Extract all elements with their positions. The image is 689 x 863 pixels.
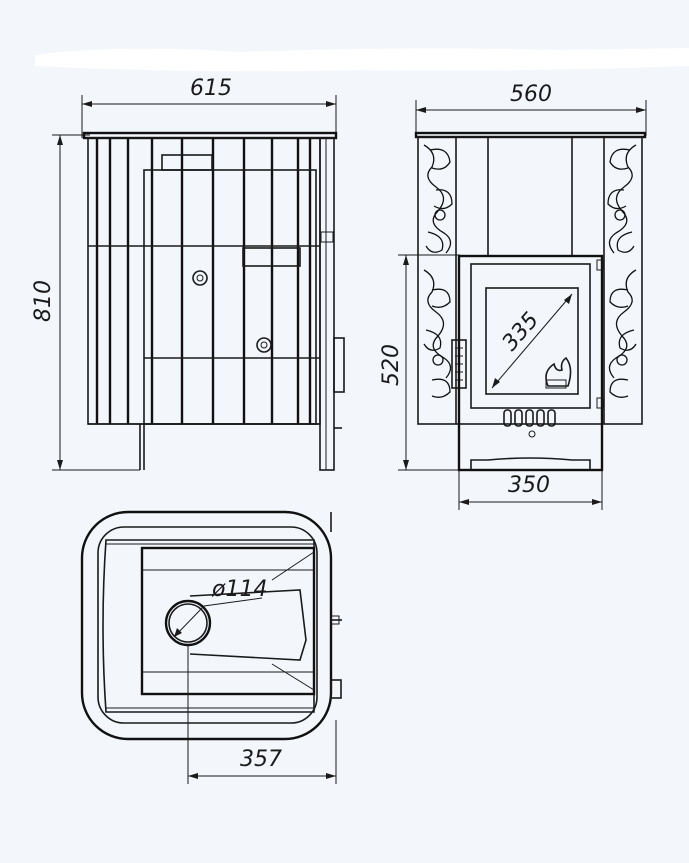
front-grille-bars <box>95 138 312 424</box>
flue-offset-label: 357 <box>240 747 282 772</box>
front-height-dimension: 810 <box>31 134 140 471</box>
side-door-width-dimension: 350 <box>458 470 603 510</box>
front-height-label: 810 <box>31 280 56 322</box>
side-width-label: 560 <box>510 82 552 107</box>
side-ornament-left <box>423 144 453 398</box>
side-ornament-right <box>607 144 637 398</box>
side-width-dimension: 560 <box>415 82 647 136</box>
glass-diagonal-label: 335 <box>498 308 544 356</box>
stove-door: 335 <box>457 254 604 472</box>
side-door-width-label: 350 <box>508 473 550 498</box>
front-width-dimension: 615 <box>81 76 337 138</box>
flue-offset-dimension: 357 <box>187 645 337 784</box>
top-view: ø114 357 <box>80 510 342 784</box>
front-view: 615 810 <box>31 76 345 471</box>
erased-header-band <box>35 48 689 72</box>
side-door-height-dimension: 520 <box>379 254 460 471</box>
side-door-height-label: 520 <box>379 344 404 386</box>
flue-diameter-label: ø114 <box>211 577 267 602</box>
side-view: 560 520 350 <box>379 82 647 510</box>
front-width-label: 615 <box>190 76 232 101</box>
